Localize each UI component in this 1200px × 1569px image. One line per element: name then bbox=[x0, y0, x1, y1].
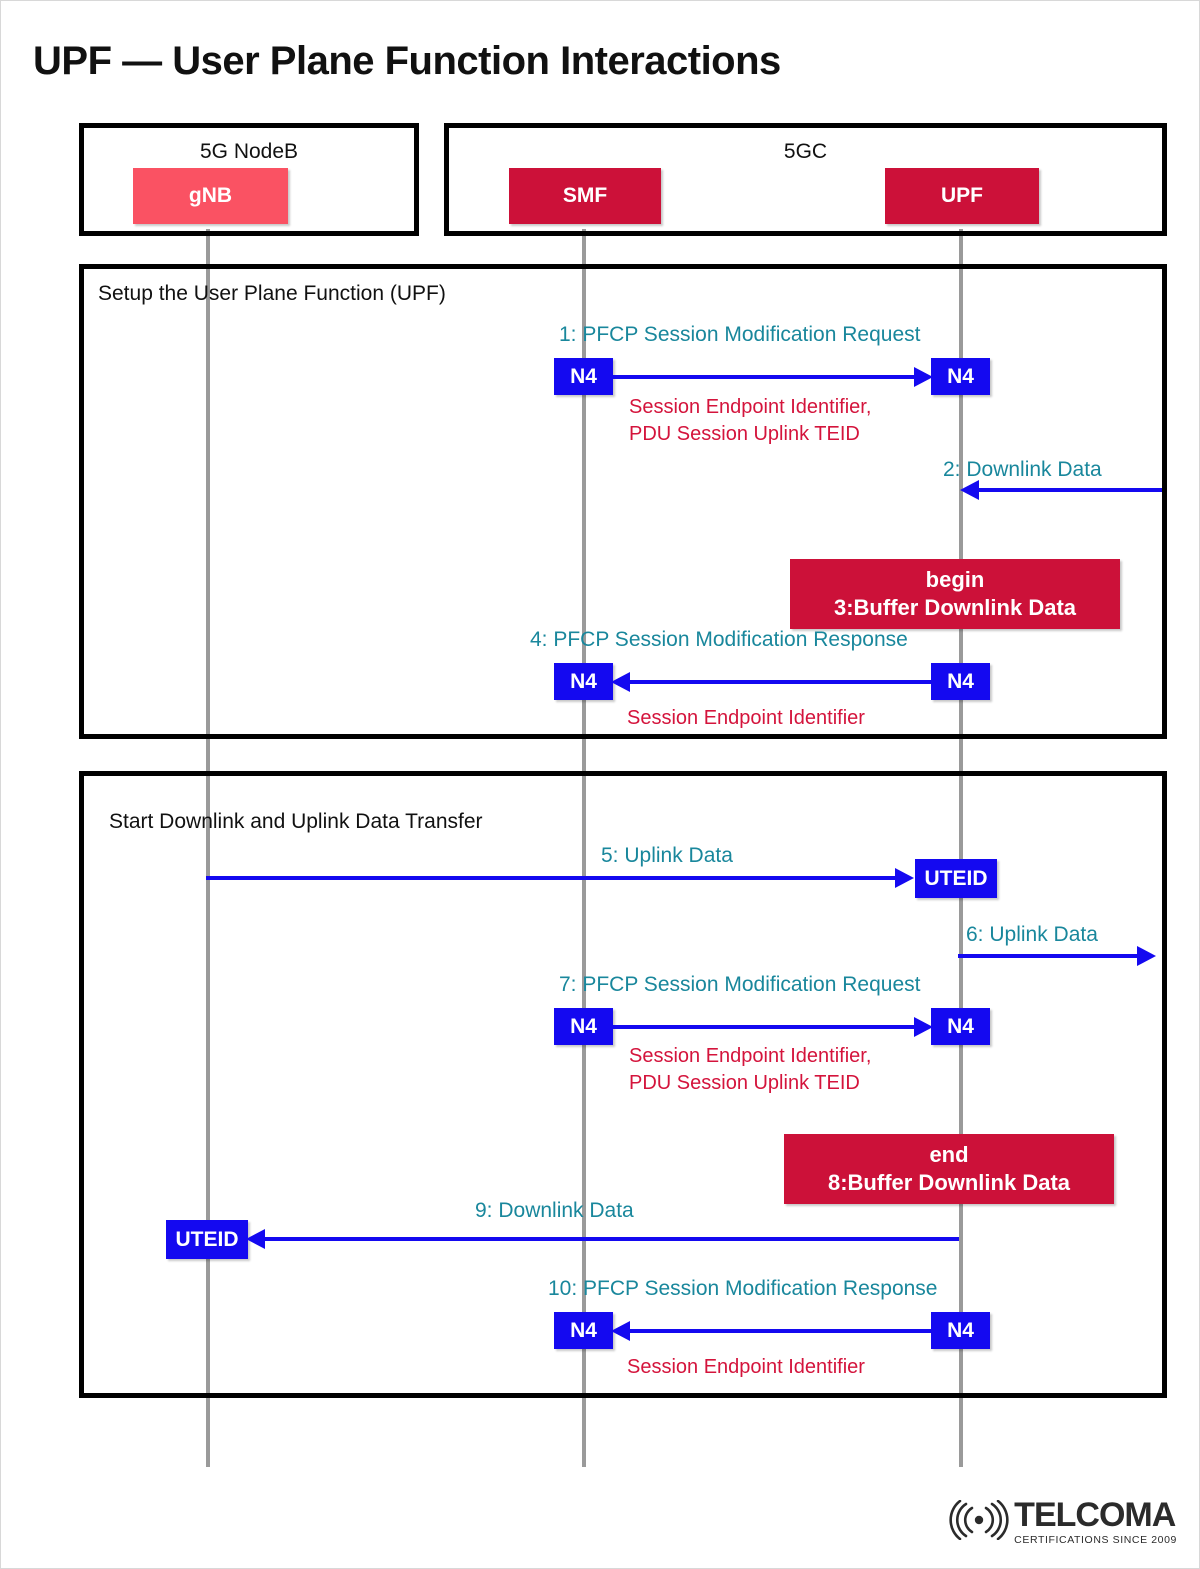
buffer-begin-bottom-label: 3:Buffer Downlink Data bbox=[833, 595, 1077, 620]
message-9-arrow-line bbox=[265, 1237, 959, 1241]
actor-upf[interactable]: UPF bbox=[885, 168, 1039, 224]
message-10-label: 10: PFCP Session Modification Response bbox=[548, 1277, 938, 1300]
message-6-arrow-head bbox=[1137, 946, 1156, 966]
message-7-arrow-head bbox=[914, 1017, 933, 1037]
telcoma-logo: TELCOMA CERTIFICATIONS SINCE 2009 bbox=[948, 1498, 1177, 1546]
message-9-arrow-head bbox=[246, 1229, 265, 1249]
actor-smf[interactable]: SMF bbox=[509, 168, 661, 224]
actor-gnb-label: gNB bbox=[188, 184, 233, 207]
message-9-label: 9: Downlink Data bbox=[475, 1199, 634, 1222]
message-5-arrow-head bbox=[895, 868, 914, 888]
message-4-arrow-head bbox=[611, 672, 630, 692]
message-4-note: Session Endpoint Identifier bbox=[627, 705, 865, 732]
buffer-end-top-label: end bbox=[929, 1141, 969, 1167]
message-5-label: 5: Uplink Data bbox=[601, 844, 733, 867]
page-title: UPF — User Plane Function Interactions bbox=[33, 39, 781, 83]
buffer-end-box: end 8:Buffer Downlink Data bbox=[784, 1134, 1114, 1204]
message-4-source-tag: N4 bbox=[931, 663, 990, 700]
message-5-arrow-line bbox=[206, 876, 897, 880]
frame-data-transfer-label: Start Downlink and Uplink Data Transfer bbox=[109, 810, 483, 833]
message-10-note-line1: Session Endpoint Identifier bbox=[627, 1356, 865, 1378]
message-10-source-tag-label: N4 bbox=[947, 1318, 974, 1342]
group-box-5g-nodeb: 5G NodeB bbox=[79, 123, 419, 236]
wireless-signal-icon bbox=[948, 1499, 1010, 1545]
logo-name: TELCOMA bbox=[1014, 1496, 1176, 1534]
frame-data-transfer bbox=[79, 771, 1167, 1398]
group-label-5gc: 5GC bbox=[783, 140, 828, 163]
message-7-arrow-line bbox=[613, 1025, 916, 1029]
message-7-note-line1: Session Endpoint Identifier, bbox=[629, 1045, 872, 1067]
message-9-target-tag-label: UTEID bbox=[175, 1227, 239, 1251]
message-9-target-tag: UTEID bbox=[166, 1220, 248, 1259]
frame-setup-upf bbox=[79, 264, 1167, 739]
message-10-arrow-head bbox=[611, 1321, 630, 1341]
message-1-source-tag-label: N4 bbox=[570, 364, 597, 388]
actor-smf-label: SMF bbox=[562, 184, 608, 207]
message-5-target-tag: UTEID bbox=[915, 859, 997, 898]
message-7-note-line2: PDU Session Uplink TEID bbox=[629, 1072, 860, 1094]
message-1-note: Session Endpoint Identifier, PDU Session… bbox=[629, 394, 871, 448]
message-5-target-tag-label: UTEID bbox=[924, 866, 988, 890]
message-1-target-tag-label: N4 bbox=[947, 364, 974, 388]
message-7-target-tag-label: N4 bbox=[947, 1014, 974, 1038]
message-4-source-tag-label: N4 bbox=[947, 669, 974, 693]
message-4-arrow-line bbox=[630, 680, 933, 684]
message-7-label: 7: PFCP Session Modification Request bbox=[559, 973, 921, 996]
message-1-source-tag: N4 bbox=[554, 358, 613, 395]
message-7-source-tag-label: N4 bbox=[570, 1014, 597, 1038]
message-7-note: Session Endpoint Identifier, PDU Session… bbox=[629, 1043, 871, 1097]
actor-upf-label: UPF bbox=[941, 184, 983, 207]
message-2-label: 2: Downlink Data bbox=[943, 458, 1102, 481]
message-4-target-tag: N4 bbox=[554, 663, 613, 700]
message-2-arrow-head bbox=[960, 480, 979, 500]
lifeline-gnb bbox=[206, 229, 210, 1467]
message-1-note-line2: PDU Session Uplink TEID bbox=[629, 423, 860, 445]
message-4-note-line1: Session Endpoint Identifier bbox=[627, 707, 865, 729]
message-10-target-tag: N4 bbox=[554, 1312, 613, 1349]
message-6-arrow-line bbox=[958, 954, 1139, 958]
actor-gnb[interactable]: gNB bbox=[133, 168, 288, 224]
buffer-begin-top-label: begin bbox=[925, 566, 985, 592]
message-10-source-tag: N4 bbox=[931, 1312, 990, 1349]
lifeline-smf bbox=[582, 229, 586, 1467]
message-10-note: Session Endpoint Identifier bbox=[627, 1354, 865, 1381]
buffer-end-bottom-label: 8:Buffer Downlink Data bbox=[827, 1170, 1071, 1195]
message-4-target-tag-label: N4 bbox=[570, 669, 597, 693]
message-10-target-tag-label: N4 bbox=[570, 1318, 597, 1342]
message-1-note-line1: Session Endpoint Identifier, bbox=[629, 396, 872, 418]
message-1-target-tag: N4 bbox=[931, 358, 990, 395]
message-6-label: 6: Uplink Data bbox=[966, 923, 1098, 946]
message-4-label: 4: PFCP Session Modification Response bbox=[530, 628, 908, 651]
group-box-5gc: 5GC bbox=[444, 123, 1167, 236]
lifeline-upf bbox=[959, 229, 963, 1467]
buffer-begin-box: begin 3:Buffer Downlink Data bbox=[790, 559, 1120, 629]
message-7-source-tag: N4 bbox=[554, 1008, 613, 1045]
message-7-target-tag: N4 bbox=[931, 1008, 990, 1045]
logo-tagline: CERTIFICATIONS SINCE 2009 bbox=[1014, 1534, 1177, 1546]
group-label-5g-nodeb: 5G NodeB bbox=[199, 140, 299, 163]
message-1-arrow-head bbox=[914, 367, 933, 387]
message-2-arrow-line bbox=[979, 488, 1162, 492]
message-1-label: 1: PFCP Session Modification Request bbox=[559, 323, 921, 346]
frame-setup-upf-label: Setup the User Plane Function (UPF) bbox=[98, 282, 446, 305]
message-10-arrow-line bbox=[630, 1329, 933, 1333]
message-1-arrow-line bbox=[613, 375, 916, 379]
